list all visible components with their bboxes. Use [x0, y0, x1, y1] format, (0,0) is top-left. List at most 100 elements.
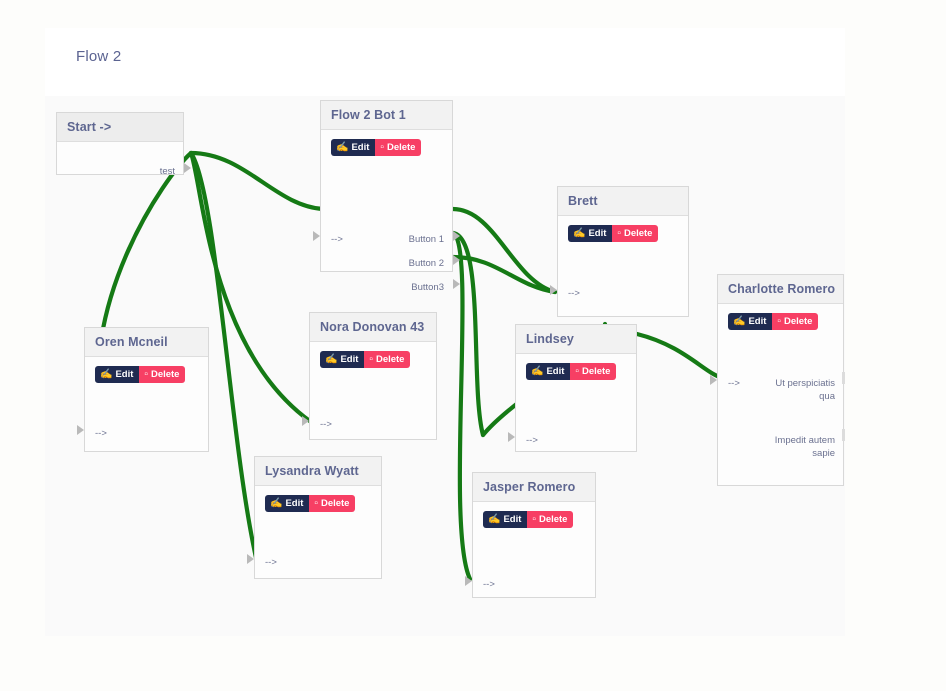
node-actions: ✍ Edit ▫ Delete	[331, 139, 422, 156]
delete-button[interactable]: ▫ Delete	[527, 511, 574, 528]
node-brett[interactable]: Brett ✍ Edit ▫ Delete -->	[550, 186, 689, 317]
input-port[interactable]: -->	[95, 428, 107, 439]
input-port-arrow-icon	[710, 375, 717, 385]
input-port-arrow-icon	[313, 231, 320, 241]
node-body: ✍ Edit ▫ Delete --> Button 1	[313, 130, 460, 292]
node-title: Lysandra Wyatt	[255, 457, 381, 486]
edit-button[interactable]: ✍ Edit	[728, 313, 773, 330]
node-actions: ✍ Edit ▫ Delete	[568, 225, 659, 242]
output-port-button1[interactable]: Button 1	[408, 234, 444, 245]
node-title: Start ->	[57, 113, 183, 142]
input-port[interactable]: -->	[728, 378, 740, 389]
input-port-arrow-icon	[550, 285, 557, 295]
input-port[interactable]: -->	[568, 288, 580, 299]
flow-canvas[interactable]: Start -> test Flow 2 Bot 1 ✍ Edit ▫	[45, 96, 845, 636]
pencil-square-icon: ✍	[573, 227, 586, 239]
edge-lindsey-to-charlotte	[634, 331, 726, 381]
edge-start-to-nora	[188, 150, 320, 429]
trash-icon: ▫	[144, 368, 148, 380]
input-port-arrow-icon	[465, 576, 472, 586]
pencil-square-icon: ✍	[325, 353, 338, 365]
pencil-square-icon: ✍	[336, 141, 349, 153]
node-title: Brett	[558, 187, 688, 216]
input-port[interactable]: -->	[331, 234, 343, 245]
edit-button[interactable]: ✍ Edit	[331, 139, 376, 156]
output-port-arrow-icon	[453, 231, 460, 241]
output-port-button3[interactable]: Button3	[411, 282, 444, 293]
node-actions: ✍ Edit ▫ Delete	[483, 511, 574, 528]
input-port[interactable]: -->	[526, 435, 538, 446]
trash-icon: ▫	[617, 227, 621, 239]
node-title: Jasper Romero	[473, 473, 595, 502]
node-oren-mcneil[interactable]: Oren Mcneil ✍ Edit ▫ Delete -->	[77, 327, 209, 452]
delete-button[interactable]: ▫ Delete	[612, 225, 659, 242]
delete-button[interactable]: ▫ Delete	[139, 366, 186, 383]
node-actions: ✍ Edit ▫ Delete	[526, 363, 617, 380]
delete-button[interactable]: ▫ Delete	[364, 351, 411, 368]
trash-icon: ▫	[380, 141, 384, 153]
output-port-button2[interactable]: Button 2	[408, 258, 444, 269]
node-title: Nora Donovan 43	[310, 313, 436, 342]
trash-icon: ▫	[777, 315, 781, 327]
output-port-arrow-icon	[184, 163, 191, 173]
node-actions: ✍ Edit ▫ Delete	[320, 351, 411, 368]
trash-icon: ▫	[532, 513, 536, 525]
node-lindsey[interactable]: Lindsey ✍ Edit ▫ Delete -->	[508, 324, 637, 452]
node-title: Flow 2 Bot 1	[321, 101, 452, 130]
node-title: Oren Mcneil	[85, 328, 208, 357]
edit-button[interactable]: ✍ Edit	[265, 495, 310, 512]
trash-icon: ▫	[369, 353, 373, 365]
node-body: ✍ Edit ▫ Delete -->	[302, 342, 436, 439]
pencil-square-icon: ✍	[100, 368, 113, 380]
delete-button[interactable]: ▫ Delete	[375, 139, 422, 156]
output-port-arrow-icon	[453, 255, 460, 265]
node-title: Lindsey	[516, 325, 636, 354]
output-port-arrow-icon	[453, 279, 460, 289]
edge-start-to-flow2bot1	[188, 150, 326, 212]
pencil-square-icon: ✍	[488, 513, 501, 525]
input-port-arrow-icon	[247, 554, 254, 564]
edit-button[interactable]: ✍ Edit	[526, 363, 571, 380]
node-jasper-romero[interactable]: Jasper Romero ✍ Edit ▫ Delete -->	[465, 472, 596, 598]
node-flow2bot1[interactable]: Flow 2 Bot 1 ✍ Edit ▫ Delete -->	[313, 100, 460, 292]
delete-button[interactable]: ▫ Delete	[570, 363, 617, 380]
pencil-square-icon: ✍	[733, 315, 746, 327]
delete-button[interactable]: ▫ Delete	[309, 495, 356, 512]
node-actions: ✍ Edit ▫ Delete	[95, 366, 186, 383]
edit-button[interactable]: ✍ Edit	[483, 511, 528, 528]
node-body: ✍ Edit ▫ Delete -->	[247, 486, 381, 578]
node-body: ✍ Edit ▫ Delete -->	[508, 354, 636, 451]
edge-button3-to-brett	[450, 254, 558, 295]
edge-button1-to-brett	[450, 206, 558, 295]
node-body: ✍ Edit ▫ Delete -->	[465, 502, 595, 597]
node-actions: ✍ Edit ▫ Delete	[265, 495, 356, 512]
output-port-ut-perspiciatis[interactable]: Ut perspiciatis qua	[775, 378, 835, 402]
node-body: ✍ Edit ▫ Delete --> Ut perspiciatis qua	[710, 304, 845, 485]
delete-button[interactable]: ▫ Delete	[772, 313, 819, 330]
node-body: ✍ Edit ▫ Delete -->	[550, 216, 688, 316]
input-port-arrow-icon	[77, 425, 84, 435]
trash-icon: ▫	[575, 365, 579, 377]
input-port[interactable]: -->	[265, 557, 277, 568]
output-port-test[interactable]: test	[159, 166, 175, 177]
node-nora-donovan-43[interactable]: Nora Donovan 43 ✍ Edit ▫ Delete -->	[302, 312, 437, 440]
node-lysandra-wyatt[interactable]: Lysandra Wyatt ✍ Edit ▫ Delete -->	[247, 456, 382, 579]
output-port-marker	[842, 372, 845, 384]
input-port-arrow-icon	[508, 432, 515, 442]
node-title: Charlotte Romero	[718, 275, 843, 304]
pencil-square-icon: ✍	[270, 497, 283, 509]
output-port-impedit-autem[interactable]: Impedit autem sapie	[774, 435, 835, 459]
trash-icon: ▫	[314, 497, 318, 509]
node-charlotte-romero[interactable]: Charlotte Romero ✍ Edit ▫ Delete -->	[710, 274, 845, 486]
output-port-marker	[842, 429, 845, 441]
input-port[interactable]: -->	[483, 579, 495, 590]
node-body: ✍ Edit ▫ Delete -->	[77, 357, 208, 451]
node-actions: ✍ Edit ▫ Delete	[728, 313, 819, 330]
node-start[interactable]: Start -> test	[56, 112, 191, 177]
input-port-arrow-icon	[302, 416, 309, 426]
edit-button[interactable]: ✍ Edit	[320, 351, 365, 368]
edit-button[interactable]: ✍ Edit	[95, 366, 140, 383]
edit-button[interactable]: ✍ Edit	[568, 225, 613, 242]
input-port[interactable]: -->	[320, 419, 332, 430]
